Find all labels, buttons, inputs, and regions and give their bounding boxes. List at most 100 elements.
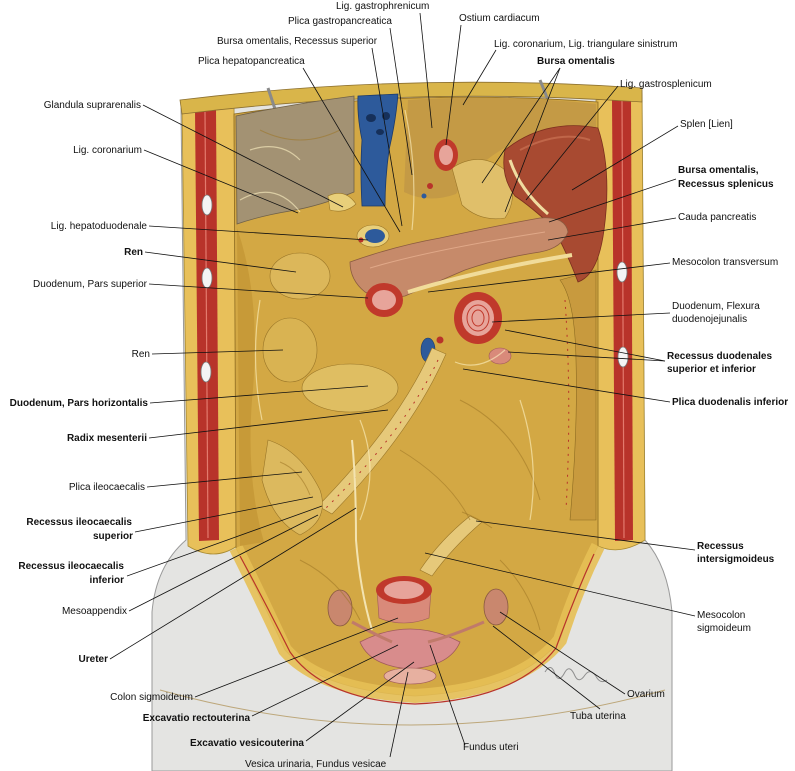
label-mesocolon-transversum: Mesocolon transversum <box>672 257 778 268</box>
mesocolon-transversum-root <box>407 253 573 294</box>
label-splen: Splen [Lien] <box>680 119 733 130</box>
leader-line-recessus-ileocaecalis-inferior <box>126 505 323 577</box>
label-plica-hepatopancreatica: Plica hepatopancreatica <box>198 56 305 67</box>
leader-line-plica-gastropancreatica <box>389 27 413 176</box>
leader-line-lig-coronarium-triangulare <box>462 49 497 106</box>
duodenum-superior-lumen <box>372 290 396 310</box>
label-duodenum-flexura-line2: duodenojejunalis <box>672 314 747 325</box>
leader-line-excavatio-rectouterina <box>251 644 399 717</box>
label-recessus-intersigmoideus-line1: Recessus <box>697 541 744 552</box>
leader-line-duodenum-pars-superior <box>148 283 369 299</box>
label-fundus-uteri: Fundus uteri <box>463 742 519 753</box>
label-ureter: Ureter <box>79 654 109 665</box>
tuba-uterina-right <box>427 620 485 644</box>
kidney-lower-bulge <box>262 317 318 383</box>
label-glandula-suprarenalis: Glandula suprarenalis <box>44 100 141 111</box>
leader-lines <box>109 12 696 758</box>
leader-line-mesocolon-transversum <box>427 262 671 293</box>
leader-line-flexura-duodenojejunalis <box>491 312 671 323</box>
leader-line-recessus-duodenales-a <box>504 329 666 362</box>
leader-line-colon-sigmoideum <box>194 617 399 698</box>
leader-line-lig-gastrophrenicum <box>419 12 433 129</box>
left-paracolic-region <box>237 228 264 546</box>
label-ovarium: Ovarium <box>627 689 665 700</box>
leader-line-cauda-pancreatis <box>547 217 677 241</box>
intersigmoid-recess-fold <box>461 511 493 529</box>
leader-line-lig-coronarium <box>143 149 299 214</box>
vesica-urinaria <box>383 667 437 685</box>
leader-line-duodenum-pars-horizontalis <box>149 385 369 404</box>
label-vesica-urinaria: Vesica urinaria, Fundus vesicae <box>245 759 387 770</box>
kidney-upper-bulge <box>269 252 331 300</box>
label-recessus-splenicus-line1: Bursa omentalis, <box>678 165 759 176</box>
label-recessus-intersigmoideus-line2: intersigmoideus <box>697 554 775 565</box>
descending-colon <box>559 269 597 521</box>
leader-line-lig-gastrosplenicum <box>525 85 619 201</box>
hepatic-vein-opening <box>366 114 376 122</box>
wall-vessel-oval <box>617 346 629 368</box>
pelvic-rim-line <box>239 553 595 705</box>
peritoneal-fold <box>399 449 471 521</box>
label-colon-sigmoideum: Colon sigmoideum <box>110 692 193 703</box>
wall-vessel-oval <box>200 361 212 383</box>
label-mesoappendix: Mesoappendix <box>62 606 127 617</box>
ovarium-right <box>483 588 509 626</box>
radix-vessels <box>325 359 439 509</box>
ovarium-left <box>327 589 353 627</box>
label-recessus-duodenales-line1: Recessus duodenales <box>667 351 772 362</box>
label-lig-gastrophrenicum: Lig. gastrophrenicum <box>336 1 429 12</box>
label-lig-gastrosplenicum: Lig. gastrosplenicum <box>620 79 712 90</box>
mesenteric-artery-section <box>436 336 444 344</box>
label-lig-hepatoduodenale: Lig. hepatoduodenale <box>51 221 148 232</box>
label-ren-upper: Ren <box>124 247 143 258</box>
peritoneal-fold <box>254 299 263 421</box>
leader-line-ureter <box>109 507 357 660</box>
label-bursa-omentalis-recessus-superior: Bursa omentalis, Recessus superior <box>217 36 378 47</box>
leader-line-recessus-intersigmoideus <box>475 520 696 551</box>
ileocaecal-fold <box>279 461 311 496</box>
label-plica-gastropancreatica: Plica gastropancreatica <box>288 16 392 27</box>
label-ostium-cardiacum: Ostium cardiacum <box>459 13 540 24</box>
label-cauda-pancreatis: Cauda pancreatis <box>678 212 756 223</box>
radix-mesenterii-strip <box>317 347 447 515</box>
peritoneal-fold <box>459 399 541 501</box>
label-radix-mesenterii: Radix mesenterii <box>67 433 147 444</box>
label-recessus-ileocaecalis-inferior-line1: Recessus ileocaecalis <box>18 561 124 572</box>
right-wall-muscle-stripe <box>621 99 625 539</box>
descending-colon-vessels <box>564 299 570 511</box>
spleen-shape <box>503 125 608 283</box>
leader-line-plica-hepatopancreatica <box>302 67 401 233</box>
label-recessus-splenicus-line2: Recessus splenicus <box>678 179 774 190</box>
retractor-hook-right <box>538 79 550 101</box>
peritoneal-fold <box>519 399 534 521</box>
peritoneal-fold <box>359 419 371 521</box>
leader-line-splen <box>571 125 679 191</box>
leader-line-bursa-omentalis-recessus-superior <box>371 47 403 227</box>
label-duodenum-pars-horizontalis: Duodenum, Pars horizontalis <box>10 398 149 409</box>
label-duodenum-flexura-line1: Duodenum, Flexura <box>672 301 760 312</box>
plica-duodenalis-fold <box>454 349 506 366</box>
label-excavatio-rectouterina: Excavatio rectouterina <box>143 713 251 724</box>
leader-line-mesocolon-sigmoideum <box>424 552 696 617</box>
coronary-ligament-fold <box>239 191 301 213</box>
label-mesocolon-sigmoideum-line2: sigmoideum <box>697 623 751 634</box>
leader-line-lig-hepatoduodenale <box>148 225 369 241</box>
leader-line-ren-lower <box>151 349 284 355</box>
bursa-omentalis-area <box>404 97 596 199</box>
leader-line-radix-mesenterii <box>148 409 389 439</box>
peritoneal-fold <box>499 559 541 631</box>
ostium-cardiacum-lumen <box>439 145 453 165</box>
leader-line-bursa-omentalis-b <box>504 67 561 213</box>
wall-vessel-oval <box>201 267 213 289</box>
label-tuba-uterina: Tuba uterina <box>570 711 626 722</box>
label-plica-duodenalis-inferior: Plica duodenalis inferior <box>672 397 788 408</box>
hepatic-vein-opening <box>376 129 384 135</box>
hepatic-artery-section <box>358 237 364 243</box>
label-duodenum-pars-superior: Duodenum, Pars superior <box>33 279 148 290</box>
leader-line-bursa-omentalis-a <box>481 67 561 184</box>
leader-line-plica-duodenalis-inferior <box>462 368 671 403</box>
label-mesocolon-sigmoideum-line1: Mesocolon <box>697 610 745 621</box>
leader-line-recessus-ileocaecalis-superior <box>134 496 314 533</box>
label-plica-ileocaecalis: Plica ileocaecalis <box>69 482 145 493</box>
